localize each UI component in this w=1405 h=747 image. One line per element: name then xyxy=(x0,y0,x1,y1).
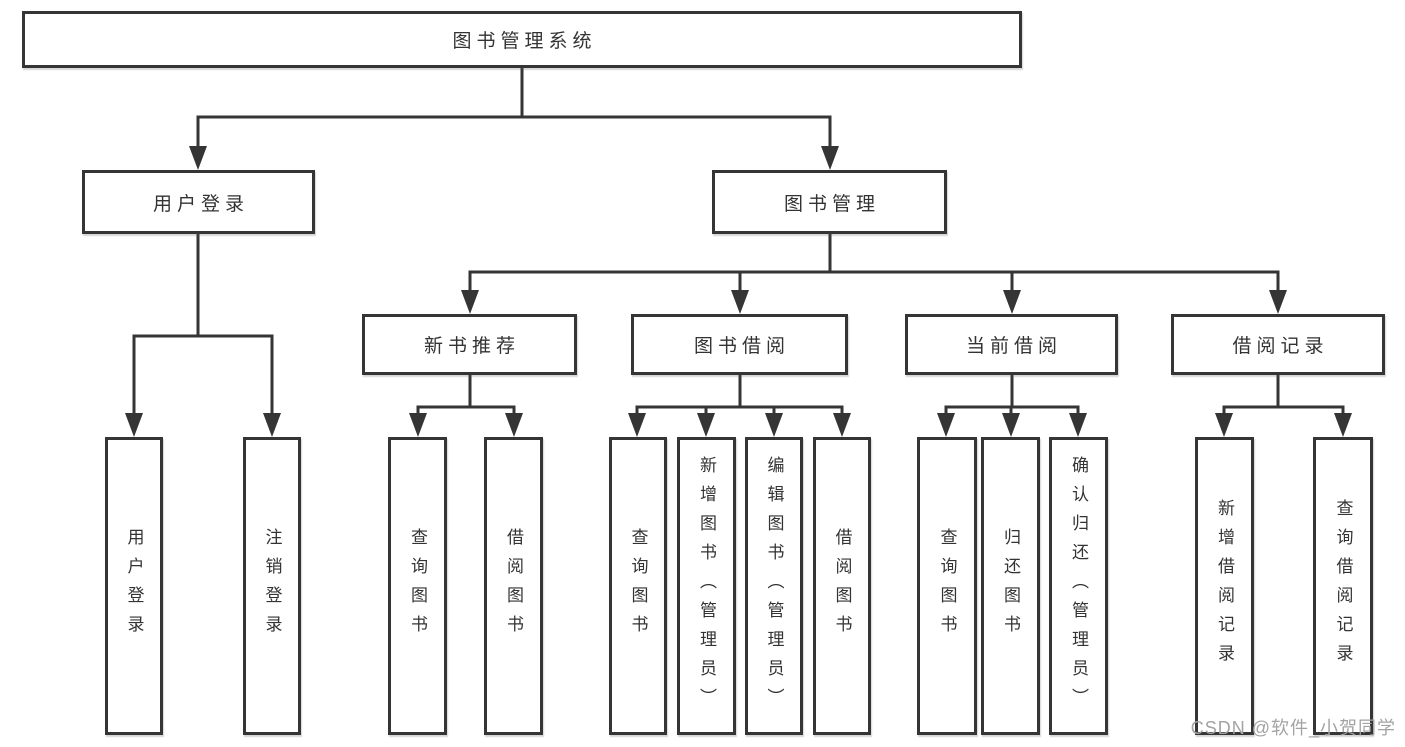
leaf-borrowing-query-books-label: 查询图书 xyxy=(628,528,648,644)
node-current-borrowing: 当前借阅 xyxy=(905,314,1118,375)
leaf-records-query-record-label: 查询借阅记录 xyxy=(1333,499,1353,673)
leaf-recommend-borrow-books-label: 借阅图书 xyxy=(504,528,523,644)
leaf-borrowing-edit-books-admin-label: 编辑图书（管理员） xyxy=(764,455,784,717)
node-current-borrowing-label: 当前借阅 xyxy=(965,336,1062,357)
leaf-records-add-record: 新增借阅记录 xyxy=(1195,437,1254,735)
node-book-management-label: 图书管理 xyxy=(783,193,880,215)
leaf-user-login: 用户登录 xyxy=(105,437,163,735)
leaf-borrowing-borrow-books-label: 借阅图书 xyxy=(832,528,852,644)
leaf-borrowing-add-books-admin-label: 新增图书（管理员） xyxy=(697,455,716,717)
node-new-book-recommend: 新书推荐 xyxy=(362,314,577,375)
node-library-system-label: 图书管理系统 xyxy=(452,31,597,52)
watermark-text: CSDN @软件_小贺同学 xyxy=(1190,718,1396,738)
leaf-borrowing-add-books-admin: 新增图书（管理员） xyxy=(677,437,736,735)
leaf-records-add-record-label: 新增借阅记录 xyxy=(1215,499,1234,673)
node-book-management: 图书管理 xyxy=(712,170,947,234)
node-borrowing-records-label: 借阅记录 xyxy=(1232,336,1329,357)
leaf-borrowing-borrow-books: 借阅图书 xyxy=(813,437,871,735)
leaf-current-confirm-return-admin-label: 确认归还（管理员） xyxy=(1069,455,1088,717)
leaf-current-return-books-label: 归还图书 xyxy=(1001,528,1020,644)
leaf-logout: 注销登录 xyxy=(243,437,301,735)
leaf-current-query-books-label: 查询图书 xyxy=(937,528,957,644)
leaf-borrowing-query-books: 查询图书 xyxy=(609,437,667,735)
node-book-borrowing: 图书借阅 xyxy=(631,314,848,375)
node-new-book-recommend-label: 新书推荐 xyxy=(423,336,520,357)
node-user-login-label: 用户登录 xyxy=(152,193,249,215)
node-user-login: 用户登录 xyxy=(82,170,315,234)
leaf-recommend-borrow-books: 借阅图书 xyxy=(484,437,543,735)
node-borrowing-records: 借阅记录 xyxy=(1171,314,1385,375)
leaf-current-return-books: 归还图书 xyxy=(981,437,1040,735)
leaf-recommend-query-books-label: 查询图书 xyxy=(408,528,427,644)
leaf-records-query-record: 查询借阅记录 xyxy=(1313,437,1373,735)
leaf-logout-label: 注销登录 xyxy=(262,528,282,644)
node-book-borrowing-label: 图书借阅 xyxy=(693,336,790,357)
leaf-borrowing-edit-books-admin: 编辑图书（管理员） xyxy=(745,437,803,735)
leaf-current-query-books: 查询图书 xyxy=(917,437,977,735)
leaf-current-confirm-return-admin: 确认归还（管理员） xyxy=(1049,437,1108,735)
leaf-recommend-query-books: 查询图书 xyxy=(388,437,447,735)
node-library-system: 图书管理系统 xyxy=(22,11,1022,68)
leaf-user-login-label: 用户登录 xyxy=(124,528,144,644)
